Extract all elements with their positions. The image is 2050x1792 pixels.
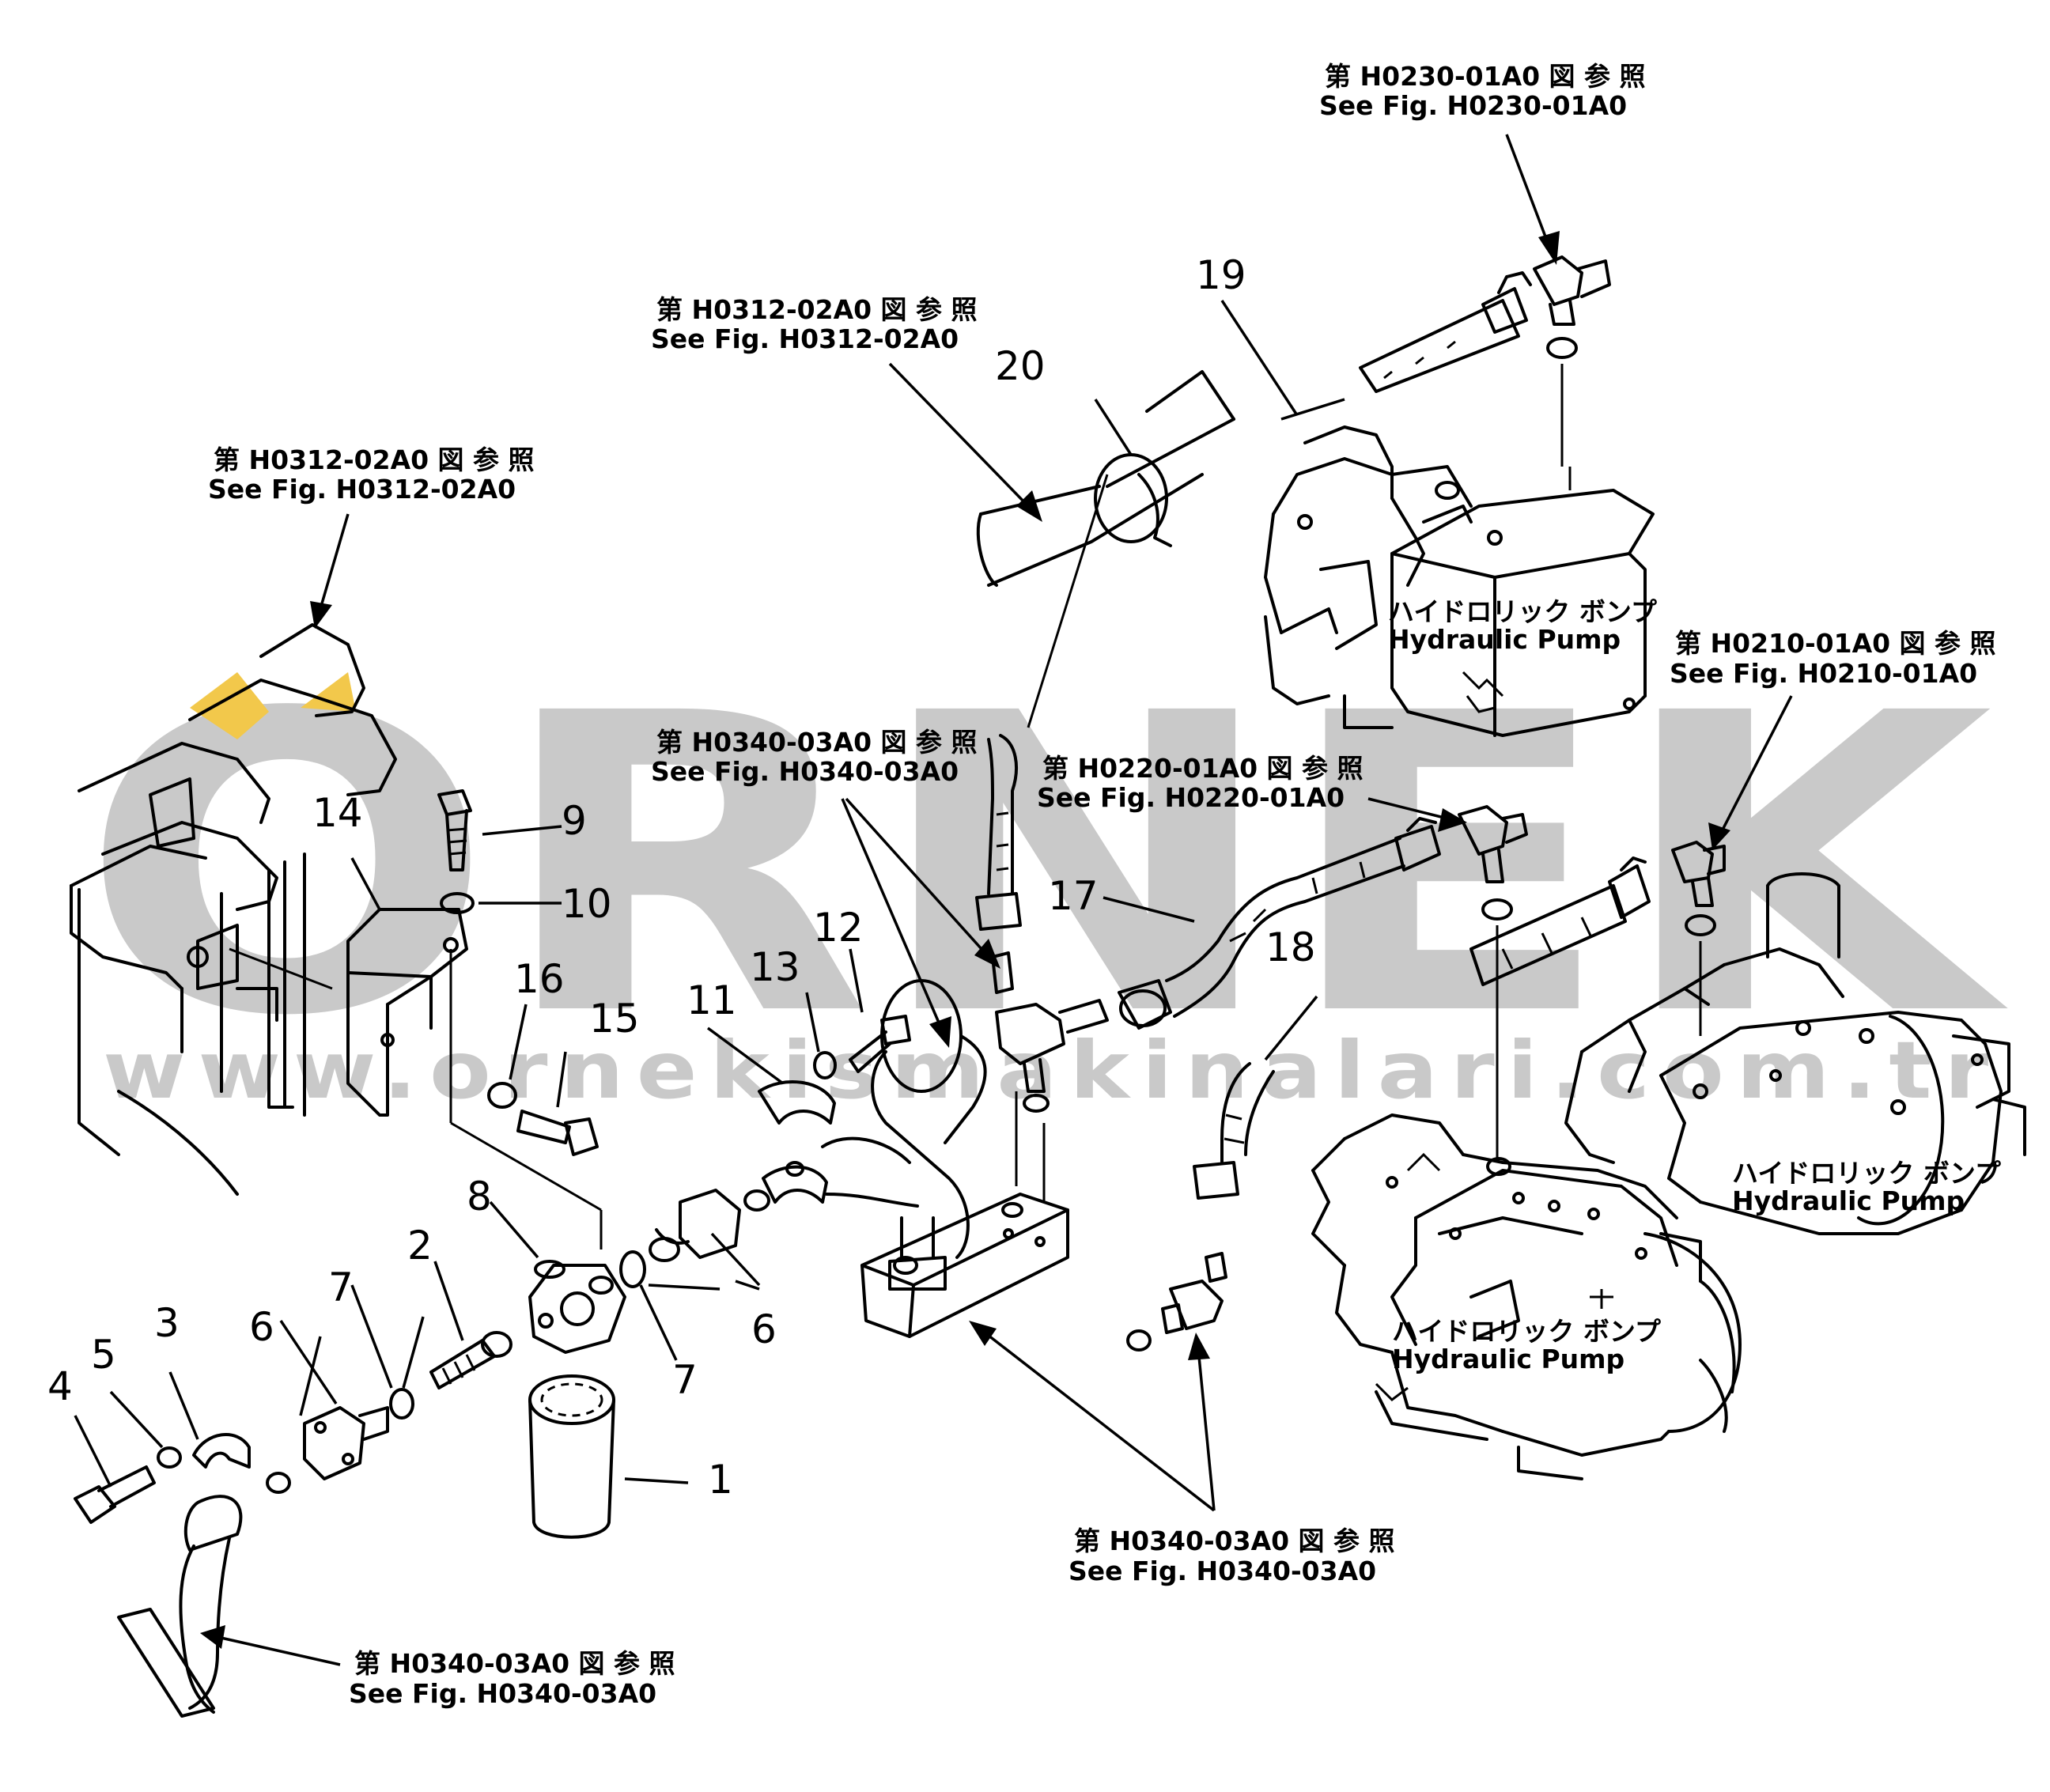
ref-h0312-top-en: See Fig. H0312-02A0 [651, 323, 959, 354]
split-flange-3 [192, 1433, 251, 1469]
left-tank-assembly [70, 623, 397, 1196]
ref-h0312-left-jp: 第 H0312-02A0 図 参 照 [214, 444, 535, 475]
part-number-20: 20 [995, 343, 1046, 389]
hose-20-vertical [975, 474, 1109, 931]
elbow-top-right [1533, 255, 1611, 467]
left-highlight-patch [190, 672, 269, 739]
bolt-4 [74, 1465, 156, 1524]
upper-pump-label-en: Hydraulic Pump [1388, 624, 1621, 655]
hose-19 [1280, 271, 1532, 421]
part-number-9: 9 [562, 798, 587, 844]
part-number-3: 3 [154, 1300, 180, 1346]
watermark: ORNEK www.ornekismakinalari.com.tr [79, 626, 2011, 1117]
snap-ring-right [743, 1189, 770, 1212]
ref-h0312-top-jp: 第 H0312-02A0 図 参 照 [656, 294, 978, 325]
ref-h0210-jp: 第 H0210-01A0 図 参 照 [1675, 628, 1996, 659]
watermark-brand: ORNEK [79, 626, 2011, 1106]
lower-pump-label-jp: ハイドロリック ボンプ [1392, 1316, 1662, 1347]
part-number-6-left: 6 [249, 1304, 274, 1350]
part-number-15: 15 [589, 996, 640, 1042]
ref-h0220-en: See Fig. H0220-01A0 [1037, 782, 1345, 813]
hose-18 [1193, 856, 1651, 1200]
part-number-10: 10 [562, 881, 612, 927]
elbow-17-end [1458, 805, 1528, 1163]
adapter-2 [429, 1331, 512, 1389]
ref-h0312-left-en: See Fig. H0312-02A0 [208, 474, 516, 505]
part-number-8: 8 [467, 1174, 492, 1219]
washer-10 [440, 892, 475, 914]
ref-h0340-left-en: See Fig. H0340-03A0 [349, 1678, 656, 1709]
right-pump-label-jp: ハイドロリック ボンプ [1732, 1158, 2002, 1189]
part-number-2: 2 [407, 1223, 433, 1268]
ref-h0210-en: See Fig. H0210-01A0 [1670, 658, 1977, 689]
flange-6-left [303, 1406, 389, 1480]
ref-h0340-mid-en: See Fig. H0340-03A0 [651, 756, 959, 787]
leader-lines [74, 134, 1793, 1666]
snap-ring-left [266, 1472, 291, 1494]
filter-head-8 [528, 1260, 626, 1354]
bolt-15 [516, 1110, 599, 1156]
manifold-block [860, 1091, 1069, 1338]
filter-element-1 [528, 1374, 615, 1539]
ref-h0230-en: See Fig. H0230-01A0 [1319, 90, 1627, 121]
part-number-17: 17 [1048, 873, 1099, 919]
hose-20-top [976, 370, 1235, 587]
part-number-4: 4 [47, 1363, 73, 1409]
part-number-16: 16 [514, 956, 565, 1002]
right-hydraulic-pump: ハイドロリック ボンプ Hydraulic Pump [1564, 872, 2026, 1235]
washer-13 [813, 1051, 837, 1079]
hose-17 [1118, 817, 1441, 1030]
split-flange-11 [758, 1080, 836, 1125]
o-ring-7-left [389, 1388, 414, 1420]
reference-callouts: 第 H0230-01A0 図 参 照 See Fig. H0230-01A0 第… [208, 61, 1996, 1709]
part-number-19: 19 [1196, 252, 1246, 298]
part-number-13: 13 [750, 944, 800, 990]
ref-h0220-jp: 第 H0220-01A0 図 参 照 [1042, 753, 1364, 784]
ref-h0340-mid-jp: 第 H0340-03A0 図 参 照 [656, 727, 978, 758]
bolt-9 [437, 789, 472, 871]
part-number-11: 11 [686, 977, 737, 1023]
part-number-5: 5 [91, 1332, 116, 1378]
ref-h0230-jp: 第 H0230-01A0 図 参 照 [1325, 61, 1646, 92]
upper-pump-label-jp: ハイドロリック ボンプ [1388, 596, 1658, 627]
ref-h0340-bottom-jp: 第 H0340-03A0 図 参 照 [1074, 1525, 1395, 1556]
flange-6-right [649, 1189, 741, 1262]
part-numbers: 1 2 3 4 5 6 6 7 7 8 9 10 11 12 13 14 15 … [47, 252, 1316, 1503]
part-number-1: 1 [708, 1457, 733, 1503]
part-number-7-left: 7 [328, 1265, 354, 1310]
part-number-18: 18 [1265, 924, 1316, 970]
right-pump-label-en: Hydraulic Pump [1732, 1185, 1965, 1216]
part-number-12: 12 [813, 905, 864, 951]
part-number-6-right: 6 [751, 1306, 777, 1352]
o-ring-7-right [619, 1250, 646, 1288]
bolt-12 [849, 1015, 911, 1073]
suction-hose-left [117, 1495, 243, 1718]
lower-pump-label-en: Hydraulic Pump [1392, 1344, 1624, 1374]
lower-hydraulic-pump: ハイドロリック ボンプ Hydraulic Pump [1311, 1113, 1742, 1480]
upper-hydraulic-pump: ハイドロリック ボンプ Hydraulic Pump [1264, 425, 1658, 737]
ref-h0340-bottom-en: See Fig. H0340-03A0 [1068, 1556, 1376, 1586]
ref-h0340-left-jp: 第 H0340-03A0 図 参 照 [354, 1648, 675, 1679]
elbow-lower [1126, 1252, 1227, 1352]
left-highlight-patch-2 [301, 672, 356, 712]
tee-fitting [991, 951, 1109, 1113]
part-number-7-right: 7 [672, 1357, 698, 1403]
washer-16 [487, 1082, 517, 1109]
elbow-right-pump [1671, 841, 1726, 1036]
part-number-14: 14 [312, 790, 363, 836]
washer-5 [157, 1446, 182, 1469]
